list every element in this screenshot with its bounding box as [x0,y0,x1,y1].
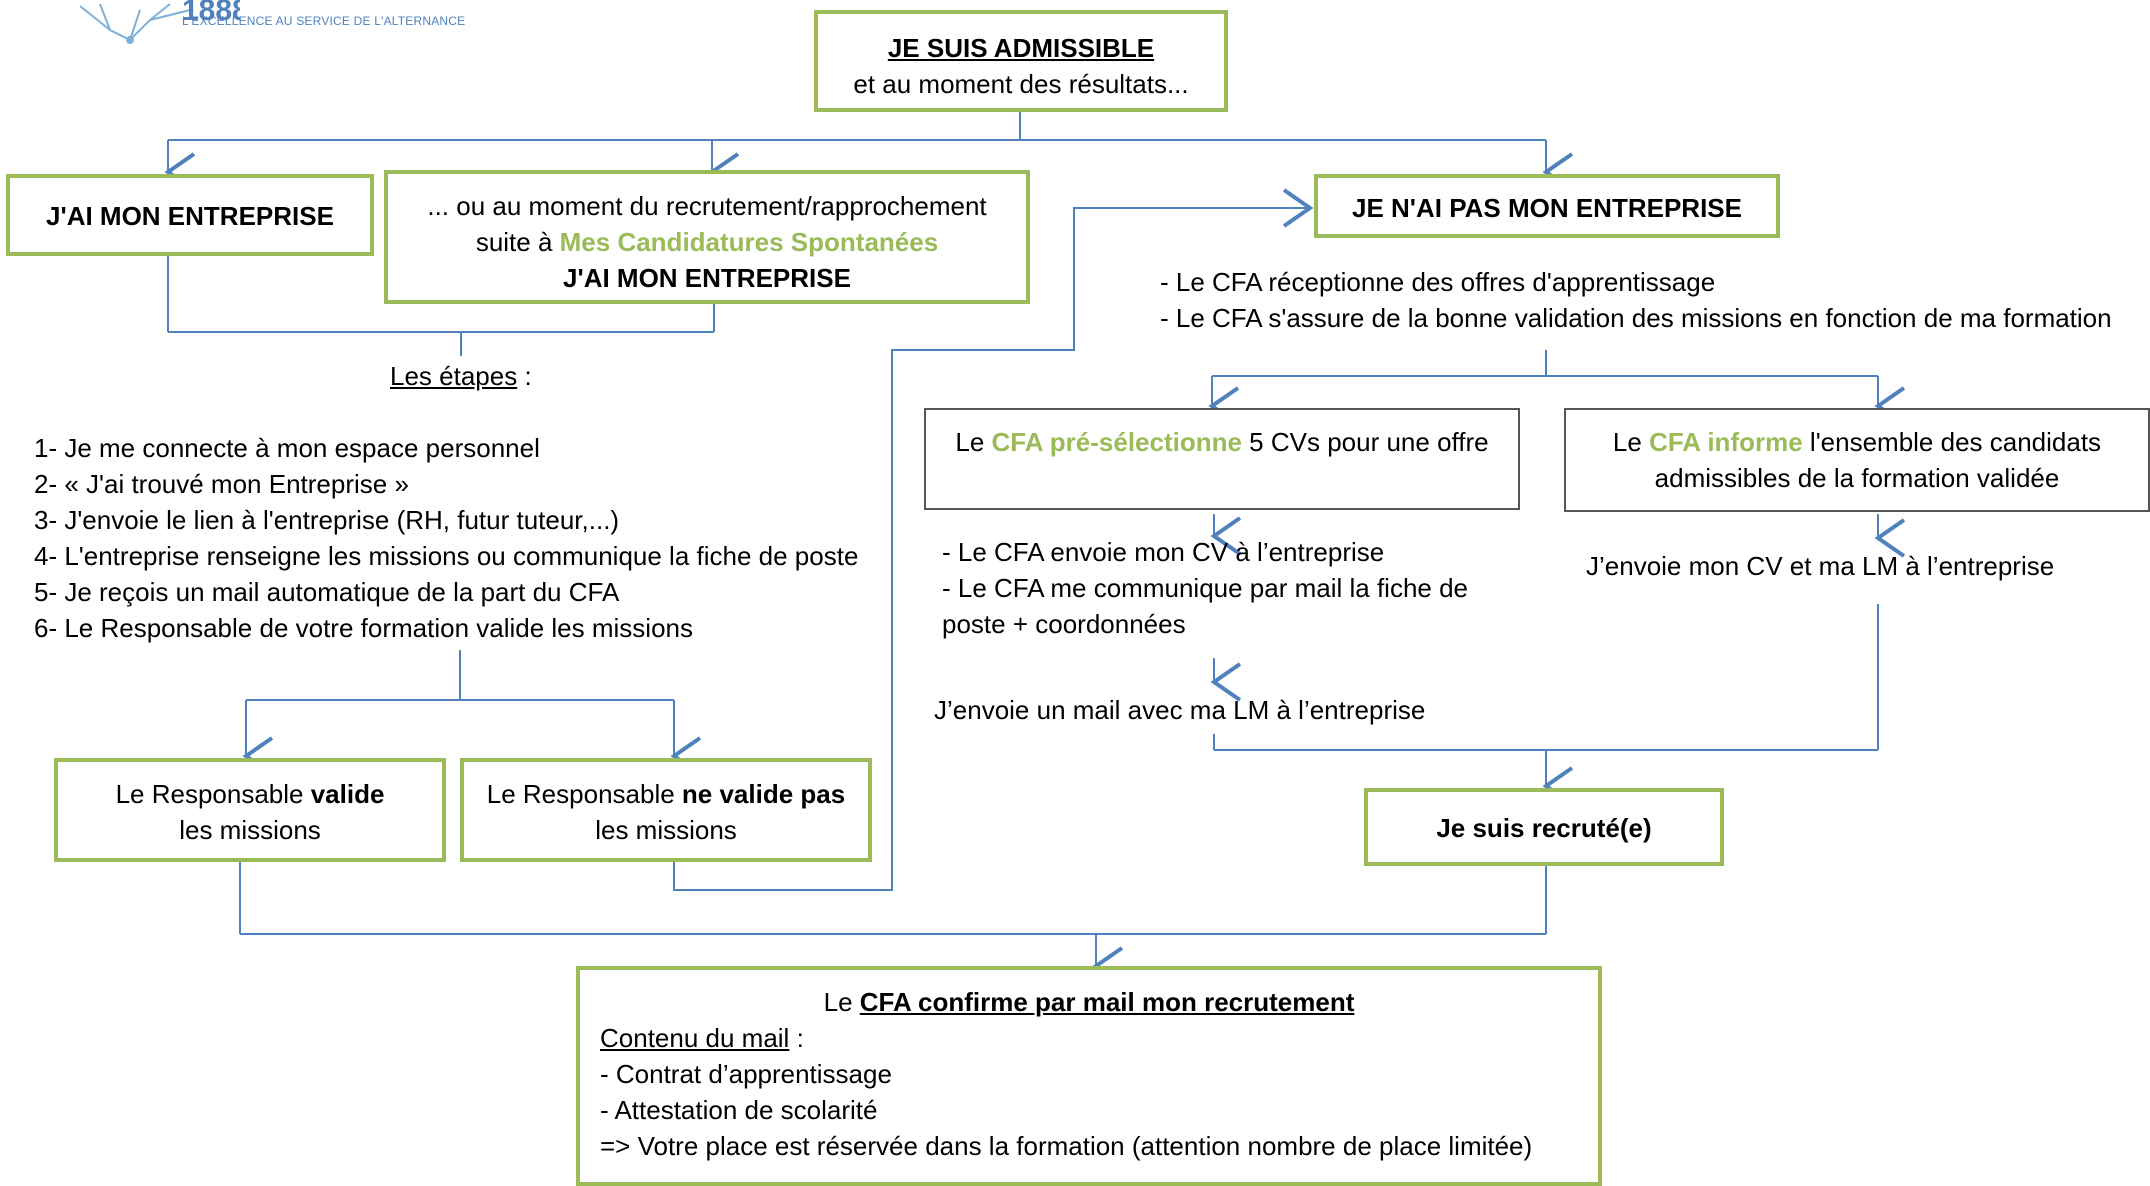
spontaneous-line3: J'AI MON ENTREPRISE [563,263,851,293]
step-item: 6- Le Responsable de votre formation val… [34,613,694,643]
send-cv-lm-text: J’envoie mon CV et ma LM à l’entreprise [1586,551,2055,581]
confirm-item: - Attestation de scolarité [600,1095,878,1125]
preselect-box: Le CFA pré-sélectionne 5 CVs pour une of… [924,408,1520,510]
preselect-note-3: poste + coordonnées [942,609,1186,639]
spontaneous-line2: suite à Mes Candidatures Spontanées [475,227,939,257]
recruited-box: Je suis recruté(e) [1364,788,1724,866]
admissible-subtitle: et au moment des résultats... [853,69,1189,99]
logo-tagline: L'EXCELLENCE AU SERVICE DE L'ALTERNANCE [182,14,466,28]
cfa-note-2: - Le CFA s'assure de la bonne validation… [1160,303,2112,333]
preselect-text: Le CFA pré-sélectionne 5 CVs pour une of… [955,427,1489,457]
valide-line2: les missions [179,815,321,845]
no-company-box: JE N'AI PAS MON ENTREPRISE [1314,174,1780,238]
preselect-note-2: - Le CFA me communique par mail la fiche… [942,573,1469,603]
have-company-title: J'AI MON ENTREPRISE [46,201,334,231]
ne-valide-line1: Le Responsable ne valide pas [486,779,846,809]
step-item: 4- L'entreprise renseigne les missions o… [34,541,859,571]
cfa-note-1: - Le CFA réceptionne des offres d'appren… [1160,267,1716,297]
confirm-item: => Votre place est réservée dans la form… [600,1131,1533,1161]
recruited-title: Je suis recruté(e) [1436,813,1652,843]
steps-heading: Les étapes : [390,361,532,391]
valide-box: Le Responsable valide les missions [54,758,446,862]
admissible-box: JE SUIS ADMISSIBLE et au moment des résu… [814,10,1228,112]
informe-box: Le CFA informe l'ensemble des candidats … [1564,408,2150,512]
svg-text:1888: 1888 [182,0,240,27]
spontaneous-link: Mes Candidatures Spontanées [559,227,939,257]
valide-line1: Le Responsable valide [115,779,385,809]
informe-line1: Le CFA informe l'ensemble des candidats [1612,427,2102,457]
confirm-title: Le CFA confirme par mail mon recrutement [823,987,1355,1017]
ne-valide-box: Le Responsable ne valide pas les mission… [460,758,872,862]
have-company-box: J'AI MON ENTREPRISE [6,174,374,256]
step-item: 2- « J'ai trouvé mon Entreprise » [34,469,409,499]
spontaneous-box: ... ou au moment du recrutement/rapproch… [384,170,1030,304]
send-lm-text: J’envoie un mail avec ma LM à l’entrepri… [934,695,1426,725]
logo-icon: 1888 [79,0,240,44]
no-company-title: JE N'AI PAS MON ENTREPRISE [1352,193,1742,223]
step-item: 3- J'envoie le lien à l'entreprise (RH, … [34,505,620,535]
admissible-title: JE SUIS ADMISSIBLE [887,33,1155,63]
ne-valide-line2: les missions [595,815,737,845]
confirm-content-heading: Contenu du mail : [600,1023,804,1053]
step-item: 5- Je reçois un mail automatique de la p… [34,577,620,607]
confirm-item: - Contrat d’apprentissage [600,1059,892,1089]
step-item: 1- Je me connecte à mon espace personnel [34,433,540,463]
preselect-note-1: - Le CFA envoie mon CV à l’entreprise [942,537,1385,567]
informe-line2: admissibles de la formation validée [1654,463,2060,493]
confirm-box: Le CFA confirme par mail mon recrutement… [576,966,1602,1186]
spontaneous-line1: ... ou au moment du recrutement/rapproch… [427,191,987,221]
